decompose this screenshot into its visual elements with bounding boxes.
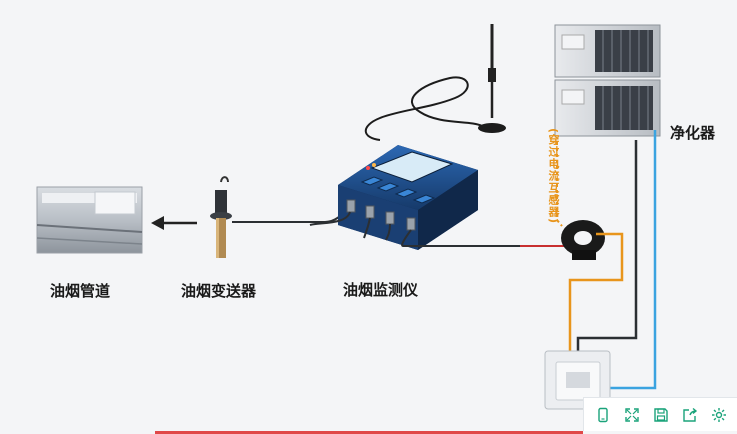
- monitor-label: 油烟监测仪: [343, 281, 419, 299]
- transmitter-cable: [232, 207, 349, 223]
- purifier-label: 净化器: [670, 124, 716, 142]
- save-icon[interactable]: [650, 404, 672, 426]
- ct-note-label: (穿过电流互感器): [547, 128, 560, 225]
- transmitter-label: 油烟变送器: [181, 282, 257, 300]
- ct-signal-cable: [401, 229, 520, 247]
- expand-icon[interactable]: [621, 404, 643, 426]
- bottom-accent-bar: [155, 431, 583, 434]
- purifier: [554, 24, 661, 137]
- dark-wire: [576, 140, 638, 383]
- share-icon[interactable]: [679, 404, 701, 426]
- current-transformer: [561, 220, 605, 260]
- duct-label: 油烟管道: [50, 282, 111, 300]
- phone-icon[interactable]: [592, 404, 614, 426]
- wall-socket: [544, 350, 611, 410]
- oil-fume-transmitter: [210, 176, 232, 258]
- orange-wire: [568, 232, 624, 385]
- oil-fume-duct: [36, 186, 143, 254]
- orange-wire-dashed: [556, 142, 563, 227]
- settings-icon[interactable]: [708, 404, 730, 426]
- flow-arrow: [151, 216, 197, 230]
- oil-fume-monitor: [309, 145, 478, 250]
- antenna: [364, 24, 506, 141]
- toolbar: [583, 397, 737, 431]
